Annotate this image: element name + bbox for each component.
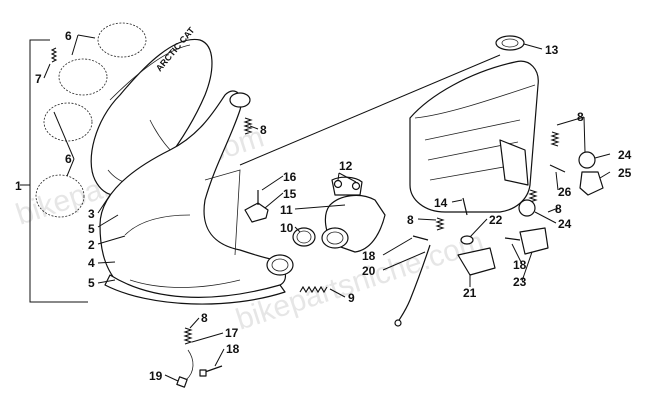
gasket-10 bbox=[292, 227, 316, 247]
clamp-15 bbox=[244, 202, 269, 223]
spring-8-upper bbox=[243, 117, 253, 135]
bolt-18-mid bbox=[412, 235, 429, 241]
spring-7 bbox=[50, 47, 58, 63]
spring-8-lower bbox=[183, 327, 193, 345]
callout-24-lower: 24 bbox=[558, 217, 572, 231]
bolt-18-lower bbox=[199, 365, 223, 377]
callout-16: 16 bbox=[283, 170, 297, 184]
callout-9: 9 bbox=[348, 291, 355, 305]
callout-6-lower: 6 bbox=[65, 152, 72, 166]
tailpipe-cap-13 bbox=[495, 35, 525, 51]
assembly-line bbox=[239, 54, 501, 166]
callout-8-mid: 8 bbox=[407, 213, 414, 227]
callout-1: 1 bbox=[15, 179, 22, 193]
ground-wire-20 bbox=[394, 244, 431, 327]
heat-shield bbox=[104, 274, 286, 305]
bracket-21 bbox=[457, 247, 496, 276]
callout-21: 21 bbox=[463, 286, 477, 300]
callout-17: 17 bbox=[225, 326, 239, 340]
bolt-18-right bbox=[504, 237, 521, 241]
callout-24-upper: 24 bbox=[618, 148, 632, 162]
callout-5-lower: 5 bbox=[88, 276, 95, 290]
callout-20: 20 bbox=[362, 264, 376, 278]
bolt-26 bbox=[549, 164, 566, 173]
tuned-pipe bbox=[99, 90, 294, 302]
washer-22 bbox=[460, 235, 474, 245]
callout-8-pipe: 8 bbox=[260, 123, 267, 137]
leader-lines bbox=[43, 34, 611, 382]
spring-9 bbox=[299, 285, 328, 294]
grommet-24-lower bbox=[518, 199, 536, 217]
callout-12: 12 bbox=[339, 159, 353, 173]
bracket-23 bbox=[519, 227, 549, 255]
callout-11: 11 bbox=[280, 203, 293, 217]
callout-23: 23 bbox=[513, 275, 527, 289]
callout-6-upper: 6 bbox=[65, 29, 72, 43]
bracket-25 bbox=[579, 171, 604, 196]
nuts-12 bbox=[333, 179, 361, 191]
nut-19 bbox=[176, 349, 194, 388]
callout-13: 13 bbox=[545, 43, 559, 57]
callout-19: 19 bbox=[149, 369, 163, 383]
callout-14: 14 bbox=[434, 196, 448, 210]
callout-18-mid: 18 bbox=[362, 249, 376, 263]
callout-8-right-lower: 8 bbox=[555, 202, 562, 216]
callout-18-right: 18 bbox=[513, 258, 527, 272]
callout-8-right-upper: 8 bbox=[577, 110, 584, 124]
callout-8-lower: 8 bbox=[201, 311, 208, 325]
callout-25: 25 bbox=[618, 166, 632, 180]
callout-22: 22 bbox=[489, 213, 503, 227]
callout-26: 26 bbox=[558, 185, 572, 199]
callout-2: 2 bbox=[88, 238, 95, 252]
callout-18-lower: 18 bbox=[226, 342, 240, 356]
group-bracket-1 bbox=[20, 39, 88, 303]
callout-7: 7 bbox=[35, 72, 42, 86]
spring-8-right bbox=[435, 131, 560, 231]
callout-5-upper: 5 bbox=[88, 222, 95, 236]
silencer bbox=[409, 60, 539, 213]
bolt-14 bbox=[462, 197, 468, 216]
callout-10: 10 bbox=[280, 221, 294, 235]
callout-labels: 1 2 3 4 5 5 6 6 7 8 8 8 8 8 9 10 11 12 1… bbox=[15, 29, 632, 383]
callout-4: 4 bbox=[88, 256, 95, 270]
seal-rings bbox=[35, 22, 147, 218]
callout-15: 15 bbox=[283, 187, 297, 201]
grommet-24-upper bbox=[578, 151, 596, 169]
callout-3: 3 bbox=[88, 207, 95, 221]
